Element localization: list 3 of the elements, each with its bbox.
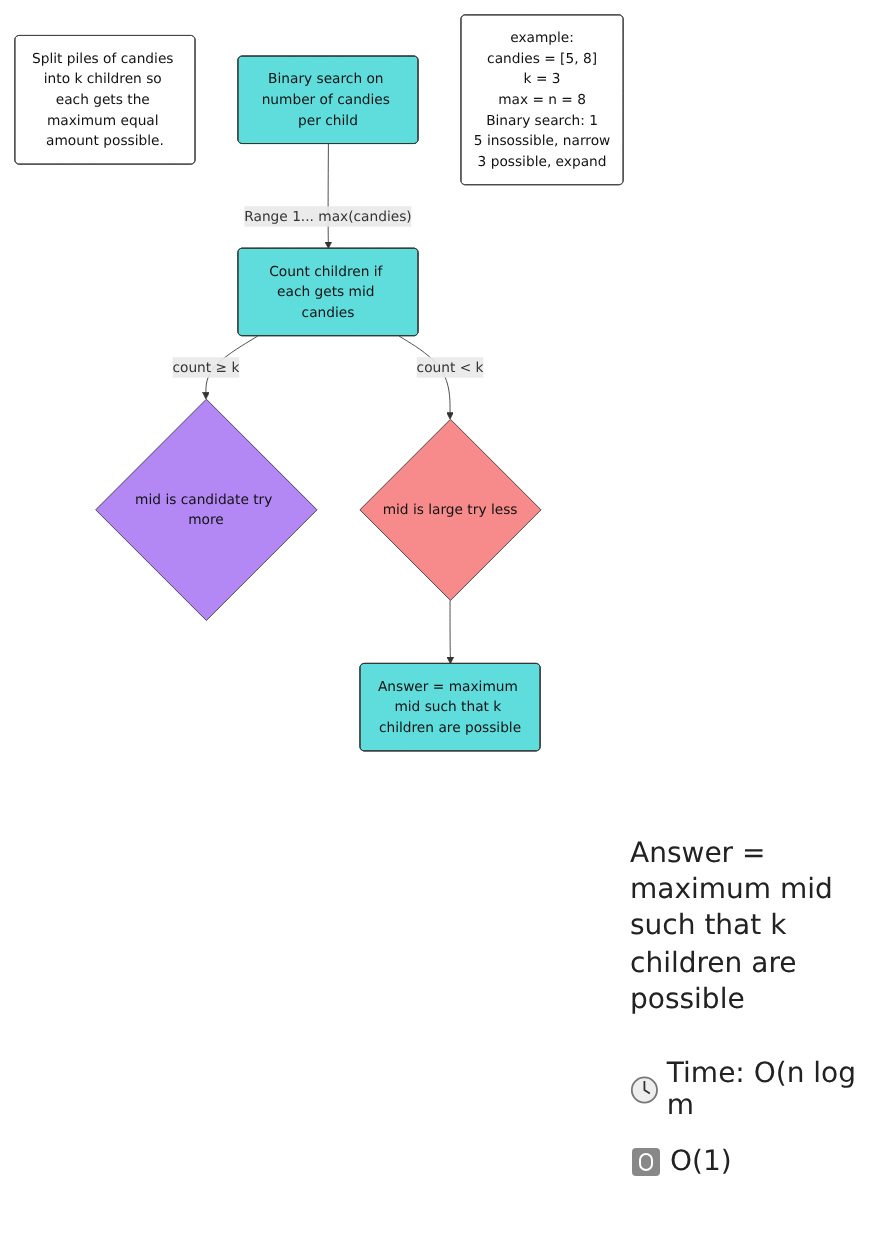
- time-complexity: Time: O(n log m: [666, 1058, 858, 1122]
- note-text: Answer = maximum mid such that k children are possible: [630, 836, 835, 1018]
- space-complexity: O(1): [670, 1146, 732, 1178]
